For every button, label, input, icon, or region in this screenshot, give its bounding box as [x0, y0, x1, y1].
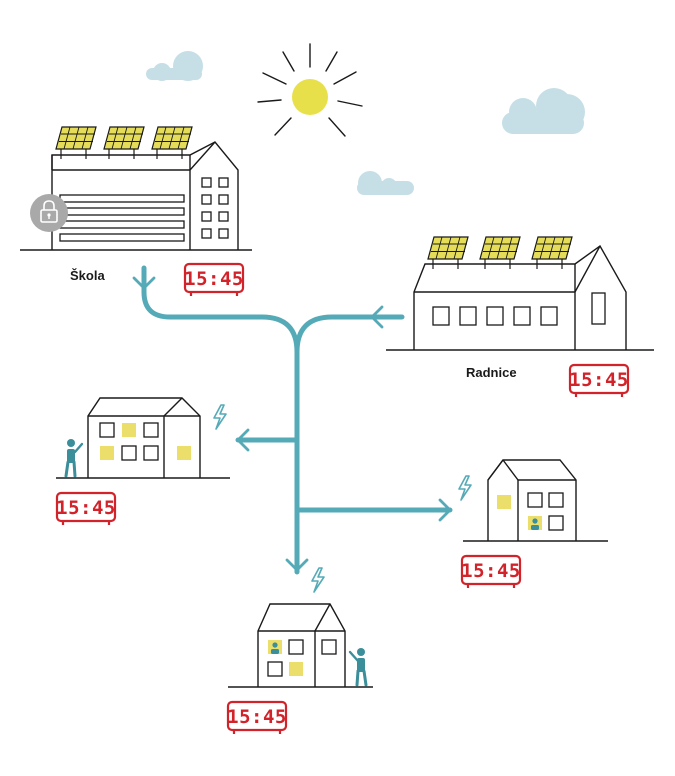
house-bottom-clock-time: 15:45 — [227, 706, 287, 728]
school-clock-time: 15:45 — [184, 268, 244, 290]
digital-clock-icon: 15:45 — [55, 491, 117, 527]
school-building: Škola 15:45 — [20, 126, 252, 298]
energy-grid — [141, 265, 453, 575]
house-bottom: 15:45 — [226, 567, 373, 736]
cloud-icon — [357, 171, 414, 195]
sun-icon — [257, 43, 363, 137]
house-left-clock-time: 15:45 — [56, 497, 116, 519]
lightning-icon — [213, 404, 227, 430]
house-right-clock-time: 15:45 — [461, 560, 521, 582]
cloud-icon — [146, 51, 203, 81]
house-right: 15:45 — [458, 459, 608, 590]
lock-icon — [30, 194, 68, 232]
town-hall-building: Radnice 15:45 — [386, 236, 654, 399]
person-icon — [531, 518, 539, 530]
person-icon — [64, 439, 84, 478]
solar-panel-icon — [55, 126, 193, 160]
house-left: 15:45 — [55, 397, 230, 527]
lightning-icon — [458, 475, 472, 501]
town-hall-clock-time: 15:45 — [569, 369, 629, 391]
cloud-icon — [502, 88, 585, 134]
digital-clock-icon: 15:45 — [568, 363, 630, 399]
person-icon — [271, 642, 279, 654]
town-hall-label: Radnice — [466, 365, 517, 380]
digital-clock-icon: 15:45 — [460, 554, 522, 590]
school-label: Škola — [70, 268, 105, 283]
flow-arrows — [132, 276, 452, 572]
digital-clock-icon: 15:45 — [226, 700, 288, 736]
person-icon — [348, 648, 368, 687]
digital-clock-icon: 15:45 — [183, 262, 245, 298]
lightning-icon — [311, 567, 325, 593]
